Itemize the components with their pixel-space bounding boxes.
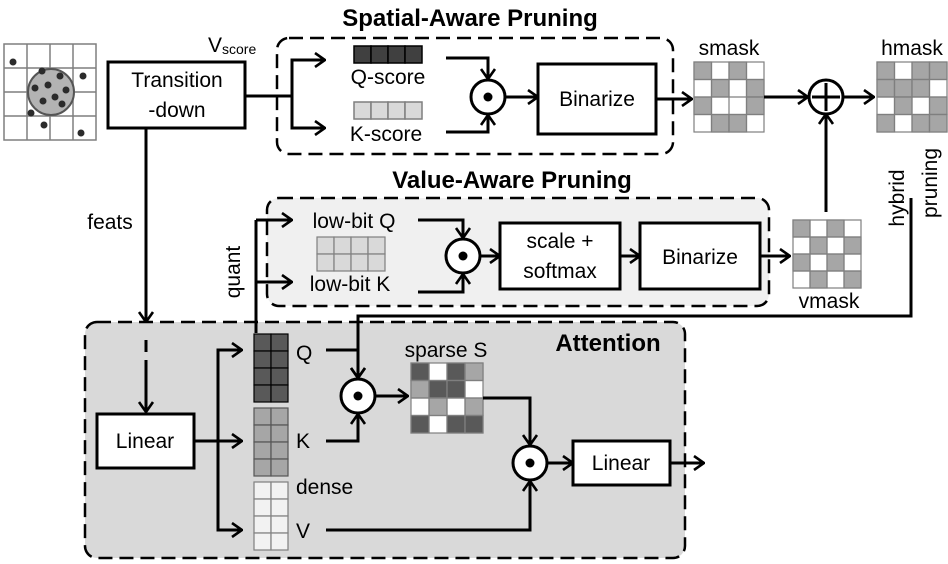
- linear-in-label: Linear: [116, 430, 174, 453]
- value-binarize-box: [638, 221, 762, 291]
- scale-label: scale +: [526, 230, 593, 253]
- q-score-bar: [353, 45, 423, 64]
- transition-down-label-2: -down: [148, 99, 205, 122]
- attention-region: [83, 320, 687, 560]
- low-bit-grid: [316, 236, 386, 272]
- k-score-to-multiply-arrow: [446, 115, 488, 134]
- hybrid-label: hybrid: [886, 169, 909, 226]
- point-cloud-grid-icon: [3, 43, 97, 141]
- linear-out-label: Linear: [592, 452, 650, 475]
- q-score-to-multiply-arrow: [446, 56, 488, 79]
- value-multiply-icon: [444, 237, 482, 275]
- spatial-binarize-box: [536, 62, 658, 136]
- low-bit-k-to-multiply-arrow: [418, 274, 463, 294]
- k-to-attn-multiply-arrow: [326, 414, 358, 443]
- fork-to-v-arrow: [216, 441, 242, 530]
- sparse-s-grid: [410, 362, 484, 434]
- low-bit-q-to-multiply-arrow: [418, 218, 463, 238]
- vmask-grid: [792, 219, 862, 289]
- k-score-label: K-score: [350, 123, 422, 146]
- dense-label: dense: [296, 476, 353, 499]
- smask-grid: [693, 61, 765, 133]
- value-binarize-label: Binarize: [662, 246, 738, 269]
- sparse-s-to-multiply-arrow: [483, 396, 530, 445]
- v-score-main: V: [208, 34, 222, 57]
- hybrid-add-icon: [807, 78, 845, 116]
- v-matrix: [253, 481, 289, 551]
- fork-to-q-score-arrow: [290, 60, 325, 96]
- quant-label: quant: [222, 246, 245, 299]
- attn-multiply-icon: [339, 377, 377, 415]
- linear-out-box: [571, 439, 672, 487]
- smask-label: smask: [699, 37, 760, 60]
- q-score-label: Q-score: [351, 66, 426, 89]
- fork-to-q-arrow: [216, 350, 242, 441]
- attention-title: Attention: [555, 330, 660, 357]
- v-to-multiply-arrow: [326, 481, 530, 532]
- output-multiply-icon: [511, 444, 549, 482]
- scale-softmax-box: [498, 221, 622, 291]
- value-aware-title: Value-Aware Pruning: [392, 167, 632, 194]
- pruning-label: pruning: [919, 148, 942, 218]
- hmask-label: hmask: [881, 37, 943, 60]
- softmax-label: softmax: [523, 260, 597, 283]
- feats-label: feats: [87, 211, 133, 234]
- v-score-label: Vscore: [208, 34, 256, 57]
- vmask-label: vmask: [799, 290, 860, 313]
- q-matrix: [253, 333, 289, 403]
- fork-to-k-score-arrow: [290, 96, 325, 128]
- transition-down-label-1: Transition: [131, 69, 222, 92]
- hmask-grid: [876, 61, 948, 133]
- q-label: Q: [296, 342, 312, 365]
- k-score-bar: [353, 101, 423, 120]
- v-label: V: [296, 520, 310, 543]
- sparse-s-label: sparse S: [405, 339, 488, 362]
- low-bit-q-label: low-bit Q: [313, 210, 396, 233]
- transition-down-box: [106, 60, 247, 130]
- hybrid-mask-route: [358, 198, 913, 378]
- linear-in-box: [95, 412, 196, 470]
- low-bit-k-label: low-bit K: [310, 273, 391, 296]
- v-score-sub: score: [222, 41, 256, 57]
- k-matrix: [253, 407, 289, 477]
- k-label: K: [296, 430, 310, 453]
- spatial-aware-title: Spatial-Aware Pruning: [342, 5, 598, 32]
- spatial-binarize-label: Binarize: [559, 88, 635, 111]
- spatial-multiply-icon: [469, 78, 507, 116]
